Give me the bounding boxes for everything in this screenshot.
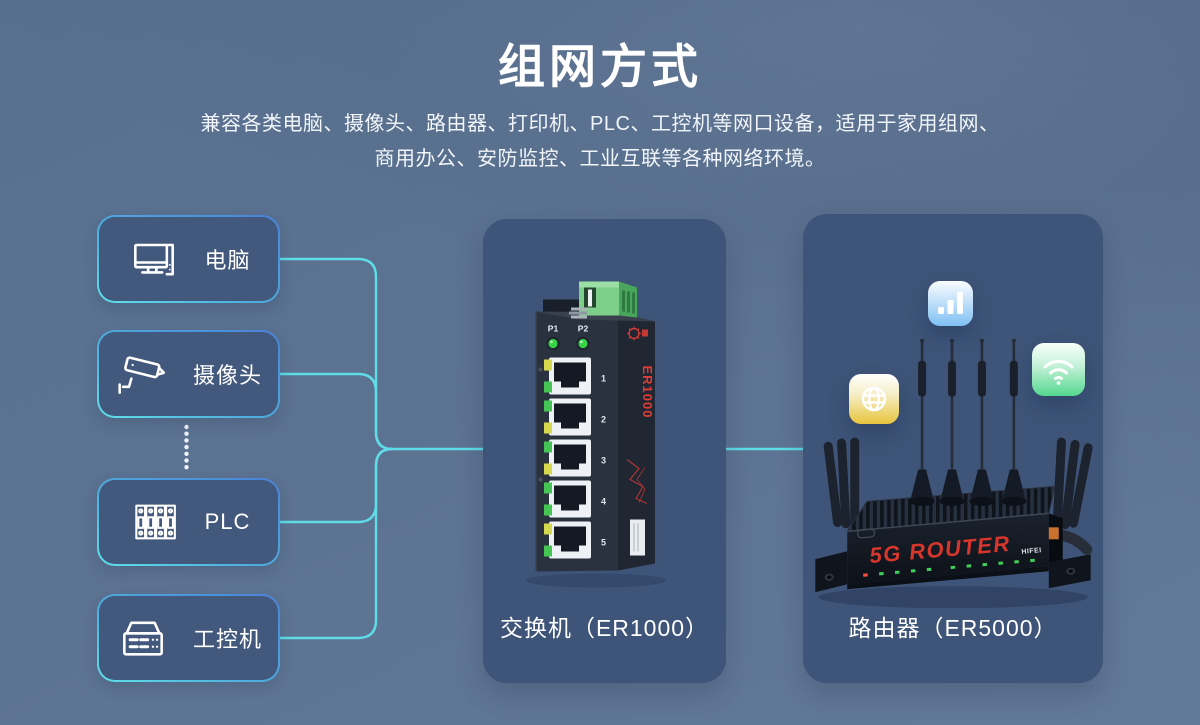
router-leds bbox=[863, 558, 1035, 577]
device-box-camera: 摄像头 bbox=[97, 330, 280, 418]
page-title: 组网方式 bbox=[498, 40, 702, 93]
device-box-plc: PLC bbox=[97, 478, 280, 566]
5g-router-image: 5G ROUTER HIFEI bbox=[815, 338, 1093, 609]
svg-text:2: 2 bbox=[601, 415, 606, 425]
router-caption: 路由器（ER5000） bbox=[848, 615, 1058, 641]
rj45-port: 1 bbox=[544, 357, 606, 395]
router-card: 5G ROUTER HIFEI bbox=[803, 214, 1103, 683]
line-computer-to-switch bbox=[278, 257, 485, 451]
line-camera-to-switch bbox=[278, 372, 394, 451]
globe-icon bbox=[849, 374, 899, 424]
switch-side-model: ER1000 bbox=[640, 366, 655, 419]
svg-text:4: 4 bbox=[601, 497, 606, 507]
rj45-port: 3 bbox=[544, 439, 606, 477]
svg-text:3: 3 bbox=[601, 456, 606, 466]
device-label: 工控机 bbox=[192, 627, 262, 652]
signal-bars-icon bbox=[928, 281, 973, 326]
device-label: PLC bbox=[204, 509, 251, 534]
ethernet-switch-image: P1 P2 1 2 bbox=[526, 281, 666, 588]
switch-card: P1 P2 1 2 bbox=[483, 219, 726, 683]
svg-text:5: 5 bbox=[601, 538, 606, 548]
rj45-port: 2 bbox=[544, 398, 606, 436]
device-label: 电脑 bbox=[204, 248, 251, 273]
desktop-computer-icon bbox=[126, 231, 182, 287]
device-label: 摄像头 bbox=[192, 363, 262, 388]
line-ipc-to-switch bbox=[278, 447, 394, 640]
led-label: P1 bbox=[548, 324, 559, 334]
paddle-antennas-right bbox=[1052, 437, 1093, 530]
switch-caption: 交换机（ER1000） bbox=[499, 615, 710, 641]
ellipsis-dots bbox=[184, 424, 189, 470]
svg-text:1: 1 bbox=[601, 374, 606, 384]
rj45-port: 5 bbox=[544, 521, 606, 559]
rj45-port: 4 bbox=[544, 480, 606, 518]
plc-module-icon bbox=[127, 494, 183, 550]
line-plc-to-switch bbox=[278, 447, 394, 524]
industrial-pc-icon bbox=[115, 610, 171, 666]
device-box-computer: 电脑 bbox=[97, 215, 280, 303]
terminal-block bbox=[569, 281, 637, 319]
router-brand-text: HIFEI bbox=[1021, 547, 1042, 556]
paddle-antennas-left bbox=[823, 437, 860, 530]
page-subtitle-line2: 商用办公、安防监控、工业互联等各种网络环境。 bbox=[374, 148, 826, 170]
device-box-ipc: 工控机 bbox=[97, 594, 280, 682]
cctv-camera-icon bbox=[115, 346, 171, 402]
status-led-green bbox=[546, 337, 590, 350]
whip-antennas bbox=[909, 338, 1027, 506]
led-label: P2 bbox=[578, 324, 589, 334]
wifi-icon bbox=[1032, 343, 1085, 396]
switch-side-branding: ER1000 bbox=[626, 326, 655, 556]
page-subtitle-line1: 兼容各类电脑、摄像头、路由器、打印机、PLC、工控机等网口设备，适用于家用组网、 bbox=[200, 113, 1000, 135]
